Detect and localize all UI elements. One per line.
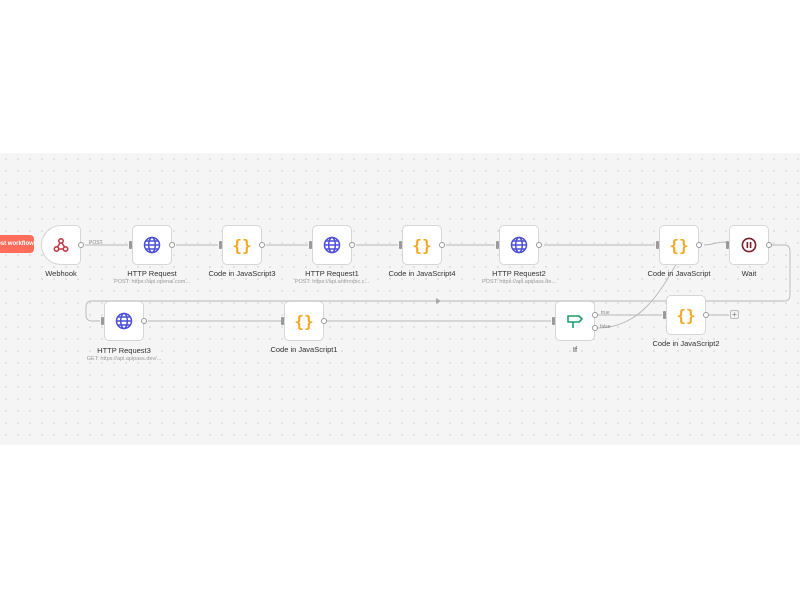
output-handle-code4[interactable]	[439, 242, 445, 248]
input-handle-http-request3[interactable]	[101, 317, 104, 325]
output-handle-http-request2[interactable]	[536, 242, 542, 248]
workflow-canvas[interactable]: Test workflow POST Webhook HTTP Request …	[0, 153, 800, 445]
node-subtitle-http-request1: POST: https://api.anthropic.c...	[294, 279, 370, 285]
input-handle-code1[interactable]	[281, 317, 284, 325]
globe-icon	[115, 312, 133, 330]
input-handle-http-request[interactable]	[129, 241, 132, 249]
output-handle-http-request[interactable]	[169, 242, 175, 248]
node-wait[interactable]	[729, 225, 769, 265]
input-handle-code4[interactable]	[399, 241, 402, 249]
node-label-http-request: HTTP Request	[127, 269, 177, 278]
node-http-request1[interactable]	[312, 225, 352, 265]
webhook-icon	[53, 237, 69, 253]
globe-icon	[323, 236, 341, 254]
code-braces-icon: {}	[232, 235, 252, 255]
code-braces-icon: {}	[669, 235, 689, 255]
output-handle-if-false[interactable]	[592, 325, 598, 331]
output-handle-webhook[interactable]	[78, 242, 84, 248]
signpost-icon	[566, 313, 584, 329]
node-code-javascript[interactable]: {}	[659, 225, 699, 265]
globe-icon	[143, 236, 161, 254]
node-label-http-request2: HTTP Request2	[492, 269, 546, 278]
connection-lines	[85, 241, 791, 329]
output-handle-http-request3[interactable]	[141, 318, 147, 324]
node-http-request3[interactable]	[104, 301, 144, 341]
node-subtitle-http-request2: POST: https://api.apipass.de...	[482, 279, 556, 285]
input-handle-http-request1[interactable]	[309, 241, 312, 249]
node-label-if: If	[572, 345, 578, 354]
input-handle-code[interactable]	[656, 241, 659, 249]
input-handle-wait[interactable]	[726, 241, 729, 249]
node-label-http-request1: HTTP Request1	[305, 269, 359, 278]
code-braces-icon: {}	[412, 235, 432, 255]
input-handle-code3[interactable]	[219, 241, 222, 249]
node-code-javascript3[interactable]: {}	[222, 225, 262, 265]
output-handle-code1[interactable]	[321, 318, 327, 324]
node-http-request2[interactable]	[499, 225, 539, 265]
code-braces-icon: {}	[676, 305, 696, 325]
node-label-http-request3: HTTP Request3	[97, 346, 151, 355]
output-handle-code[interactable]	[696, 242, 702, 248]
node-if[interactable]	[555, 301, 595, 341]
node-label-code4: Code in JavaScript4	[388, 269, 456, 278]
output-handle-http-request1[interactable]	[349, 242, 355, 248]
node-label-code1: Code in JavaScript1	[270, 345, 338, 354]
input-handle-code2[interactable]	[663, 311, 666, 319]
node-webhook[interactable]	[41, 225, 81, 265]
node-label-code2: Code in JavaScript2	[652, 339, 720, 348]
node-label-webhook: Webhook	[45, 269, 77, 278]
node-code-javascript1[interactable]: {}	[284, 301, 324, 341]
input-handle-http-request2[interactable]	[496, 241, 499, 249]
node-code-javascript2[interactable]: {}	[666, 295, 706, 335]
node-label-wait: Wait	[741, 269, 757, 278]
input-handle-if[interactable]	[552, 317, 555, 325]
pause-icon	[741, 237, 757, 253]
test-workflow-button[interactable]: Test workflow	[0, 235, 34, 253]
edge-label-post: POST	[89, 240, 103, 246]
node-subtitle-http-request3: GET: https://api.apipass.dev/...	[86, 356, 162, 362]
node-label-code3: Code in JavaScript3	[208, 269, 276, 278]
node-http-request[interactable]	[132, 225, 172, 265]
edge-label-true: true	[601, 310, 610, 316]
node-subtitle-http-request: POST: https://api.openai.com...	[114, 279, 190, 285]
edge-label-false: false	[600, 324, 611, 330]
node-label-code: Code in JavaScript	[647, 269, 711, 278]
node-code-javascript4[interactable]: {}	[402, 225, 442, 265]
output-handle-wait[interactable]	[766, 242, 772, 248]
code-braces-icon: {}	[294, 311, 314, 331]
output-handle-code2[interactable]	[703, 312, 709, 318]
output-handle-if-true[interactable]	[592, 312, 598, 318]
add-node-button[interactable]: +	[730, 310, 739, 319]
output-handle-code3[interactable]	[259, 242, 265, 248]
globe-icon	[510, 236, 528, 254]
